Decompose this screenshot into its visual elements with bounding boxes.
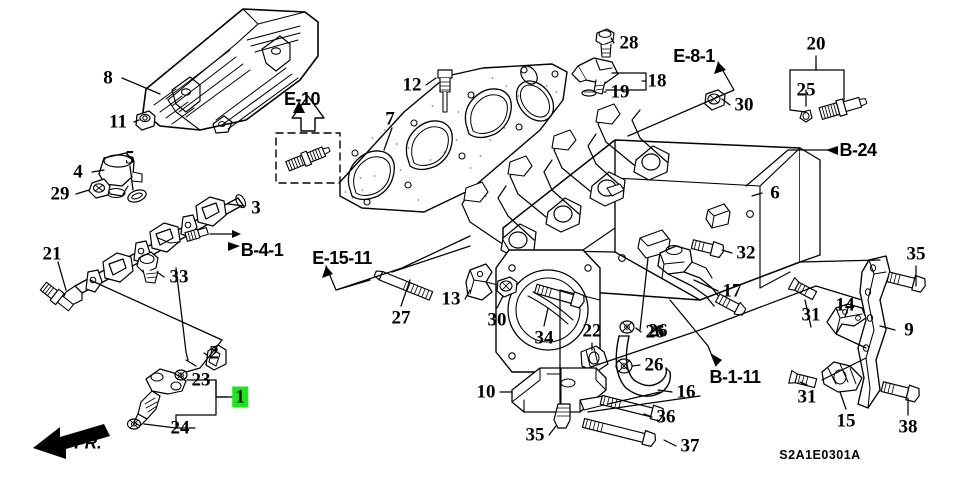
callout-number-20: 20 [806, 33, 826, 55]
orientation-label: FR. [74, 433, 102, 453]
part-stud-27 [373, 270, 434, 301]
callout-number-24: 24 [170, 417, 190, 439]
callout-number-30: 30 [734, 94, 754, 116]
callout-number-21: 21 [42, 243, 62, 265]
diagram-code: S2A1E0301A [779, 447, 861, 462]
callout-number-9: 9 [904, 319, 914, 341]
part-seal-23 [174, 369, 188, 381]
part-regulator-4 [98, 152, 143, 199]
callout-number-30: 30 [487, 309, 507, 331]
callout-number-1: 1 [232, 386, 248, 408]
callout-number-35: 35 [525, 424, 545, 446]
part-clip-25 [799, 109, 813, 123]
part-nut-11 [135, 110, 156, 131]
callout-number-5: 5 [125, 147, 135, 169]
part-cover-8 [142, 8, 319, 134]
callout-number-7: 7 [385, 108, 395, 130]
callout-number-18: 18 [647, 70, 667, 92]
part-bolt-35-center [553, 367, 571, 429]
part-bolt-36 [599, 394, 665, 422]
callout-number-6: 6 [770, 182, 780, 204]
callout-number-14: 14 [835, 294, 855, 316]
callout-number-29: 29 [50, 183, 70, 205]
part-bolt-34-upper [534, 283, 585, 309]
part-clamp-15 [821, 361, 863, 393]
part-nut-30-upper [704, 89, 726, 111]
callout-number-10: 10 [476, 381, 496, 403]
callout-number-25: 25 [796, 79, 816, 101]
part-clamp-22 [580, 345, 609, 373]
callout-number-38: 38 [898, 416, 918, 438]
callout-number-22: 22 [582, 320, 602, 342]
callout-number-31: 31 [801, 304, 821, 326]
part-oring-5 [127, 189, 147, 203]
callout-number-37: 37 [680, 435, 700, 457]
part-bolt-32 [690, 239, 725, 259]
callout-number-34: 34 [534, 327, 554, 349]
reference-link-B-1-11[interactable]: B-1-11 [709, 367, 761, 387]
part-bolt-31-upper [787, 277, 818, 301]
callout-number-13: 13 [441, 288, 461, 310]
callout-number-4: 4 [73, 161, 83, 183]
part-stud-12 [437, 69, 453, 113]
callout-number-16: 16 [676, 381, 696, 403]
callout-number-31: 31 [797, 386, 817, 408]
callout-number-26: 26 [645, 321, 665, 343]
inset-e10 [275, 95, 341, 184]
fr-arrow [33, 424, 110, 459]
reference-link-E-10[interactable]: E-10 [283, 89, 321, 109]
callout-number-3: 3 [251, 197, 261, 219]
leader-lines [57, 37, 917, 447]
callout-number-17: 17 [722, 280, 742, 302]
callout-number-33: 33 [169, 266, 189, 288]
part-clip-29 [88, 178, 111, 199]
part-clip-2 [205, 344, 227, 371]
callout-highlight: 1 [232, 386, 248, 408]
part-clip-26-upper [619, 320, 635, 334]
callout-number-19: 19 [610, 81, 630, 103]
callout-number-28: 28 [619, 32, 639, 54]
part-bolt-28 [595, 28, 615, 58]
part-washer-19 [581, 89, 597, 97]
callout-number-26: 26 [648, 320, 668, 342]
part-sensor-18 [571, 57, 619, 95]
part-fuel-rail-3 [61, 194, 247, 307]
callout-number-12: 12 [402, 74, 422, 96]
reference-link-B-4-1[interactable]: B-4-1 [240, 240, 284, 260]
callout-number-36: 36 [656, 406, 676, 428]
part-bracket-17 [657, 244, 747, 316]
reference-link-E-8-1[interactable]: E-8-1 [673, 46, 715, 66]
reference-arrowheads [228, 62, 838, 366]
callout-number-15: 15 [836, 410, 856, 432]
callout-number-23: 23 [191, 369, 211, 391]
callout-number-32: 32 [736, 242, 756, 264]
part-gasket-7 [339, 63, 568, 213]
reference-link-E-15-11[interactable]: E-15-11 [312, 248, 372, 268]
callout-number-11: 11 [109, 111, 127, 133]
part-bracket-14 [826, 303, 867, 335]
part-bolt-31-lower [788, 369, 818, 389]
callout-number-27: 27 [391, 307, 411, 329]
part-manifold-6 [461, 103, 821, 373]
part-bolt-33 [136, 251, 159, 284]
part-bracket-13 [465, 263, 499, 301]
part-bolt-38 [880, 381, 920, 403]
part-oring-24 [126, 418, 142, 430]
callout-number-26: 26 [644, 354, 664, 376]
part-clip-26-lower [615, 358, 633, 374]
part-nut-30-lower [496, 276, 518, 298]
part-shield-10 [511, 367, 609, 413]
part-bolt-37 [581, 417, 657, 447]
part-bolt-35-right [886, 271, 926, 293]
callout-number-35: 35 [906, 243, 926, 265]
callout-number-2: 2 [209, 342, 219, 364]
part-sensor-20 [818, 96, 868, 120]
part-fitting-21 [39, 281, 74, 312]
callout-number-8: 8 [103, 67, 113, 89]
reference-link-B-24[interactable]: B-24 [839, 140, 877, 160]
